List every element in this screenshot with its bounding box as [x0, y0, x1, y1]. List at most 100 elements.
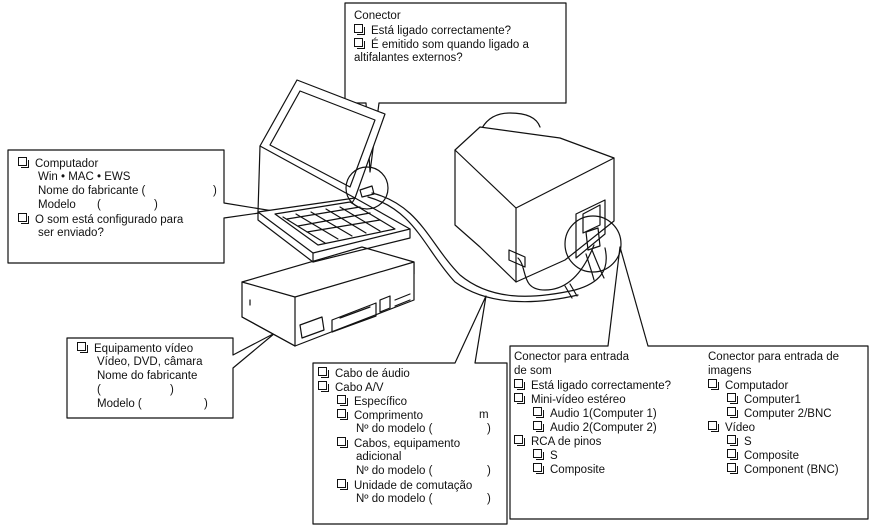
video-model-close: ) [204, 398, 208, 410]
cable-check-length: Comprimento [337, 409, 423, 424]
rca-s-label: S [550, 450, 558, 462]
checkbox-icon [18, 157, 29, 168]
switch-unit-label: Unidade de comutação [354, 480, 473, 492]
checkbox-icon [727, 407, 738, 418]
video-model: Modelo ( [97, 398, 142, 410]
image-check-composite: Composite [727, 449, 799, 464]
projector-port-zoom-circle [564, 215, 622, 273]
checkbox-icon [708, 421, 719, 432]
computer-q2b: ser enviado? [38, 227, 104, 239]
audio1-label: Audio 1(Computer 1) [550, 408, 657, 420]
video-maker: Nome do fabricante [97, 370, 198, 382]
rca-label: RCA de pinos [531, 436, 602, 448]
connector-q2a: É emitido som quando ligado a [371, 39, 529, 51]
checkbox-icon [727, 449, 738, 460]
laptop-drawing [257, 79, 411, 263]
video-q1: Equipamento vídeo [94, 343, 194, 355]
checkbox-icon [337, 479, 348, 490]
model-no-1: Nº do modelo ( [356, 423, 433, 435]
sound-check-rca-composite: Composite [533, 463, 605, 478]
model-no-3: Nº do modelo ( [356, 493, 433, 505]
checkbox-icon [708, 379, 719, 390]
callout-connectors-bubble [509, 246, 869, 520]
length-label: Comprimento [354, 410, 424, 422]
audio-cable [517, 244, 595, 291]
cable-check-specific: Específico [337, 395, 407, 410]
image-connector-heading-a: Conector para entrada de [708, 351, 840, 363]
callout-video-bubble [66, 332, 276, 419]
image-check-s: S [727, 435, 752, 450]
checkbox-icon [354, 38, 365, 49]
img-composite-label: Composite [744, 450, 799, 462]
specific-label: Específico [354, 396, 408, 408]
sound-check-audio1: Audio 1(Computer 1) [533, 407, 657, 422]
minivideo-label: Mini-vídeo estéreo [531, 394, 626, 406]
checkbox-icon [354, 24, 365, 35]
model-no-2: Nº do modelo ( [356, 465, 433, 477]
computer-q1: Computador [35, 158, 99, 170]
video-deck-drawing [241, 246, 415, 347]
computer-check-1: Computador [18, 157, 98, 172]
checkbox-icon [318, 367, 329, 378]
extra-label-a: Cabos, equipamento [354, 438, 461, 450]
img-computer1-label: Computer1 [744, 394, 801, 406]
computer-model-close: ) [154, 199, 158, 211]
audio2-label: Audio 2(Computer 2) [550, 422, 657, 434]
sound-connector-heading-a: Conector para entrada [514, 351, 630, 363]
computer-maker: Nome do fabricante ( [38, 185, 146, 197]
connector-check-2: É emitido som quando ligado a [354, 38, 529, 53]
computer-os: Win • MAC • EWS [38, 171, 131, 183]
computer-check-2: O som está configurado para [18, 213, 183, 228]
video-types: Vídeo, DVD, câmara [97, 356, 203, 368]
av-cable [371, 192, 607, 297]
callout-computer-bubble [7, 149, 274, 264]
av-cable-label: Cabo A/V [335, 382, 384, 394]
img-component-label: Component (BNC) [744, 464, 839, 476]
callout-cables-bubble [312, 295, 508, 525]
connector-q1: Está ligado correctamente? [371, 25, 511, 37]
video-maker-open: ( [97, 384, 101, 396]
checkbox-icon [18, 213, 29, 224]
checkbox-icon [514, 435, 525, 446]
connector-q2b: altifalantes externos? [354, 52, 463, 64]
audio-cable-label: Cabo de áudio [335, 368, 410, 380]
img-s-label: S [744, 436, 752, 448]
sound-check-rca-s: S [533, 449, 558, 464]
sound-check-rca: RCA de pinos [514, 435, 601, 450]
cable-check-extra: Cabos, equipamento [337, 437, 460, 452]
cable-check-av: Cabo A/V [318, 381, 384, 396]
checkbox-icon [337, 437, 348, 448]
computer-q2a: O som está configurado para [35, 214, 184, 226]
checkbox-icon [533, 421, 544, 432]
img-computer-label: Computador [725, 380, 789, 392]
sound-check-audio2: Audio 2(Computer 2) [533, 421, 657, 436]
image-check-video: Vídeo [708, 421, 755, 436]
computer-maker-close: ) [213, 185, 217, 197]
cable-break [564, 283, 578, 299]
img-computer2-label: Computer 2/BNC [744, 408, 832, 420]
checkbox-icon [514, 379, 525, 390]
video-maker-close: ) [170, 384, 174, 396]
checkbox-icon [727, 463, 738, 474]
image-connector-heading-b: imagens [708, 365, 752, 377]
rca-composite-label: Composite [550, 464, 605, 476]
sound-check-1: Está ligado correctamente? [514, 379, 671, 394]
connector-title: Conector [354, 10, 401, 22]
cable-check-audio: Cabo de áudio [318, 367, 410, 382]
av-cable-2 [367, 196, 579, 303]
model-no-3-close: ) [487, 493, 491, 505]
img-video-label: Vídeo [725, 422, 756, 434]
checkbox-icon [533, 463, 544, 474]
computer-model-open: ( [97, 199, 101, 211]
sound-connector-heading-b: de som [514, 365, 552, 377]
extra-label-b: adicional [356, 451, 402, 463]
checkbox-icon [514, 393, 525, 404]
image-check-computer: Computador [708, 379, 788, 394]
image-check-computer2: Computer 2/BNC [727, 407, 832, 422]
image-check-computer1: Computer1 [727, 393, 801, 408]
image-check-component: Component (BNC) [727, 463, 839, 478]
checkbox-icon [337, 409, 348, 420]
length-unit: m [479, 409, 489, 421]
